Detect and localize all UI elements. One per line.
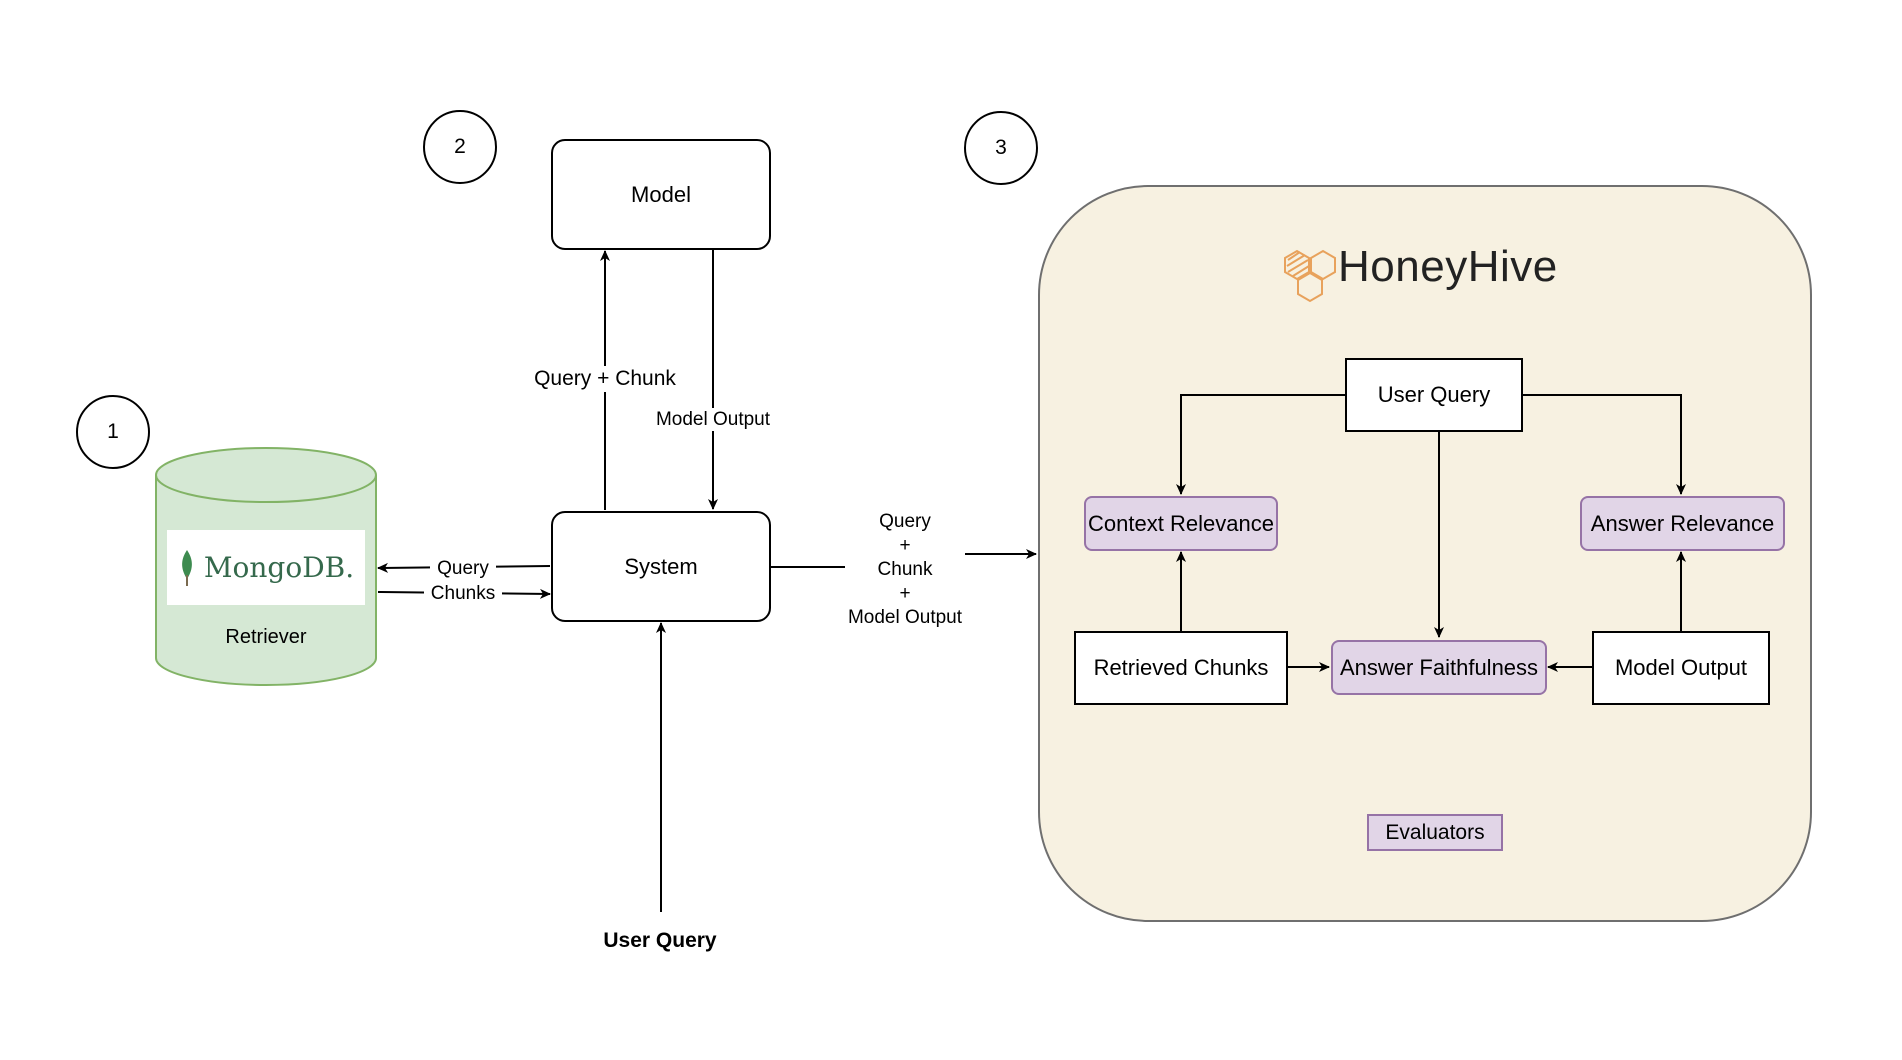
honeyhive-user-query: User Query [1345,358,1523,432]
step-2-marker: 2 [423,110,497,184]
honeyhive-panel [1038,185,1812,922]
honeyhive-retrieved-chunks: Retrieved Chunks [1074,631,1288,705]
query-label: Query [430,557,496,581]
to-honeyhive-plus-1: + [899,535,911,556]
model-node: Model [551,139,771,250]
query-chunk-label: Query + Chunk [525,366,685,392]
answer-relevance-evaluator: Answer Relevance [1580,496,1785,551]
step-1-marker: 1 [76,395,150,469]
to-honeyhive-query: Query [879,511,931,532]
mongodb-logo: MongoDB. [167,530,365,605]
context-relevance-evaluator: Context Relevance [1084,496,1278,551]
chunks-label: Chunks [424,582,502,606]
step-3-marker: 3 [964,111,1038,185]
evaluators-legend: Evaluators [1367,814,1503,851]
to-honeyhive-label: Query + Chunk + Model Output [838,510,972,630]
to-honeyhive-plus-2: + [899,583,911,604]
system-node: System [551,511,771,622]
to-honeyhive-chunk: Chunk [877,559,933,580]
mongodb-leaf-icon [181,549,192,586]
model-output-label: Model Output [650,408,776,432]
honeyhive-model-output: Model Output [1592,631,1770,705]
user-query-input-label: User Query [603,929,717,952]
to-honeyhive-model-output: Model Output [847,607,963,628]
honeyhive-brand: HoneyHive [1338,242,1558,291]
answer-faithfulness-evaluator: Answer Faithfulness [1331,640,1547,695]
retriever-label: Retriever [225,626,307,648]
mongodb-logo-text: MongoDB. [203,551,355,584]
